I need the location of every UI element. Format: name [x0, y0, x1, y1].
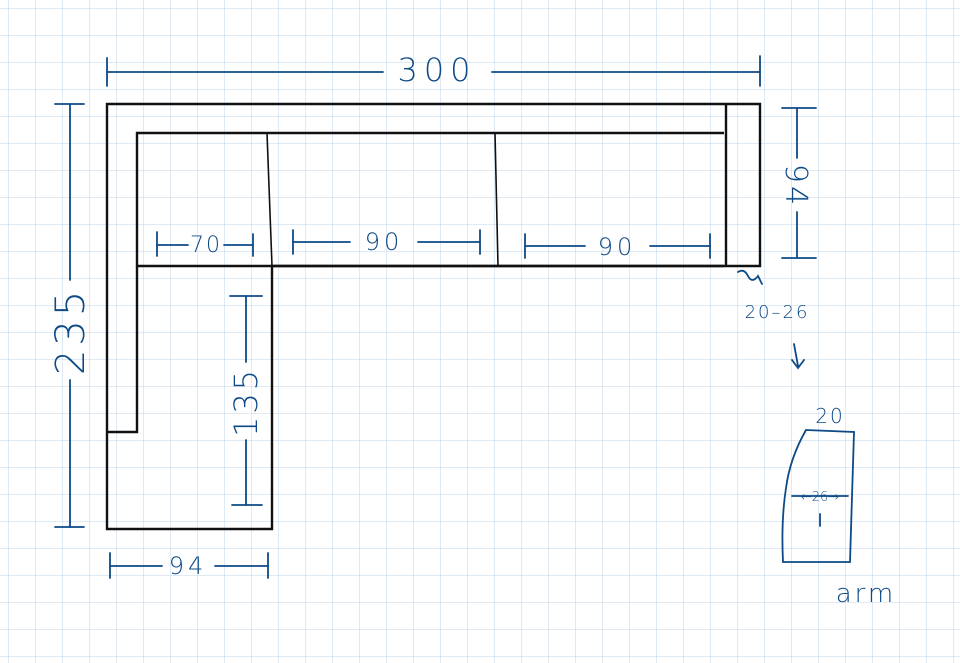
chaise-width-label: 94 [169, 552, 208, 580]
seat-middle-label: 90 [365, 228, 404, 256]
seat-right-label: 90 [598, 233, 637, 261]
dimension-lines [54, 55, 817, 579]
total-width-label: 300 [397, 51, 476, 89]
chaise-length-label: 135 [227, 367, 265, 437]
arm-top-width-label: 20 [815, 404, 844, 428]
arm-range-label: 20–26 [745, 302, 810, 323]
arm-annotation [737, 269, 805, 370]
arm-label: arm [836, 579, 897, 609]
sofa-outline [105, 102, 762, 531]
seat-corner-label: 70 [190, 233, 222, 258]
arm-mid-width-label: ←26→ [801, 490, 839, 505]
total-depth-label: 235 [48, 287, 94, 375]
arm-cross-section [781, 429, 855, 563]
back-depth-label: 94 [778, 164, 813, 208]
